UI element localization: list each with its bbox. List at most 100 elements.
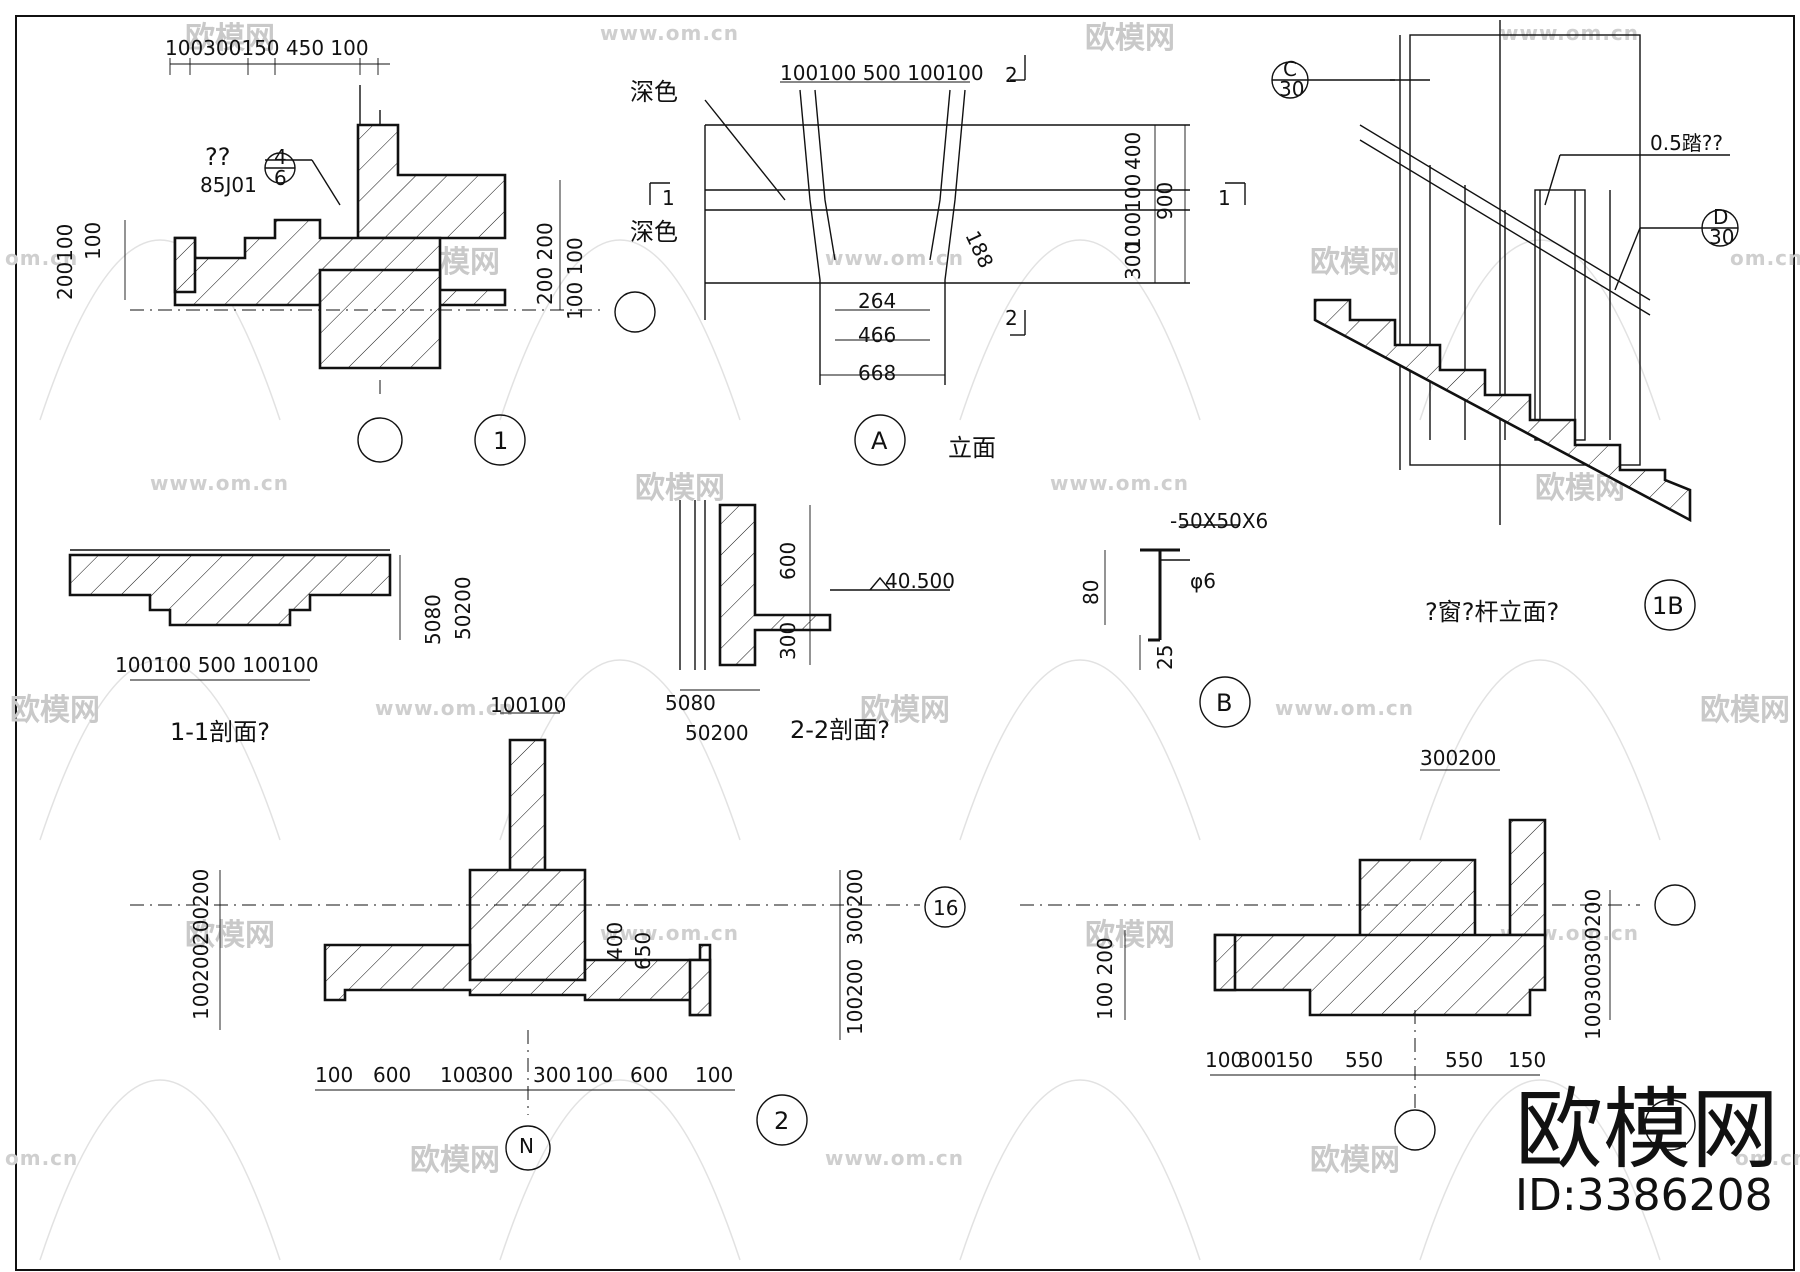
detail-a-right-total: 900	[1153, 182, 1177, 220]
section-2-2-dim-300: 300	[776, 622, 800, 660]
watermark-brand: 欧模网	[1085, 918, 1175, 953]
axis-bubble-icon	[1394, 1109, 1436, 1151]
watermark-url: www.om.cn	[1050, 471, 1189, 495]
detail-1b-note: 0.5踏??	[1650, 131, 1723, 155]
section-2-2-bottom-dims: 5080	[665, 691, 716, 715]
dim-label: 600	[630, 1063, 668, 1087]
section-2-2-bottom-dims-2: 50200	[685, 721, 749, 745]
detail-a: 100100 500 100100 深色 深色 264 466 668 188 …	[630, 55, 1246, 466]
watermark-url: www.om.cn	[600, 921, 739, 945]
watermark-url-short: om.cn	[1730, 246, 1800, 270]
dim-label: 550	[1345, 1048, 1383, 1072]
detail-2-right-dims: 300200	[843, 869, 867, 945]
detail-2: 100100 16 200200 100200 300200 100200 40…	[130, 693, 966, 1171]
watermark-brand: 欧模网	[185, 21, 275, 56]
watermark-url-short: om.cn	[5, 1146, 78, 1170]
watermark-url: www.om.cn	[825, 1146, 964, 1170]
detail-a-bottom-dim-3: 668	[858, 361, 896, 385]
detail-3-left-dims: 100 200	[1093, 937, 1117, 1020]
detail-1-left-dims: 200100	[53, 224, 77, 300]
dim-label: 100	[1205, 1048, 1243, 1072]
detail-2-bottom-dims: 100 600 100 300 300 100 600 100	[315, 1063, 733, 1087]
detail-tag-icon	[1644, 1099, 1696, 1151]
detail-1-right-dims-2: 100 100	[563, 237, 587, 320]
dim-label: 100	[695, 1063, 733, 1087]
watermark-arcs	[39, 239, 1661, 1261]
detail-1b-ref-c-top: C	[1283, 57, 1297, 81]
detail-tag-icon	[756, 1094, 808, 1146]
watermark-url: www.om.cn	[1500, 21, 1639, 45]
detail-1b-ref-d-top: D	[1713, 205, 1728, 229]
detail-b-leg: 25	[1153, 645, 1177, 670]
detail-2-mid-dims-2: 650	[631, 932, 655, 970]
section-1-1-right-dims: 5080	[421, 594, 445, 645]
detail-1b-ref-c-bottom: 30	[1279, 77, 1304, 101]
detail-a-bottom-dim-2: 466	[858, 323, 896, 347]
detail-1-left-dims-2: 100	[81, 222, 105, 260]
detail-1: 100300150 450 100 ?? 85J01 4 6 200100 10…	[53, 36, 656, 466]
detail-a-label-dark-top: 深色	[630, 78, 678, 106]
dim-label: 300	[533, 1063, 571, 1087]
detail-a-right-dims-b: 100100	[1121, 174, 1145, 250]
detail-b: -50X50X6 φ6 80 25 B	[1079, 509, 1268, 728]
detail-2-tag: 2	[774, 1107, 789, 1135]
detail-1-right-dims: 200 200	[533, 222, 557, 305]
detail-b-tag: B	[1216, 689, 1232, 717]
watermark-brand: 欧模网	[185, 918, 275, 953]
detail-2-top-dims: 100100	[490, 693, 566, 717]
section-1-1: 5080 50200 100100 500 100100 1-1剖面?	[68, 549, 475, 746]
dim-label: 150	[1508, 1048, 1546, 1072]
detail-1b-caption: ?窗?杆立面?	[1425, 598, 1559, 626]
watermark-url: www.om.cn	[375, 696, 514, 720]
detail-3-right-dims: 300200	[1581, 889, 1605, 965]
watermark-brand: 欧模网	[410, 1143, 500, 1178]
watermark-url: www.om.cn	[600, 21, 739, 45]
section-2-2-dim-600: 600	[776, 542, 800, 580]
dim-label: 300	[1238, 1048, 1276, 1072]
section-1-1-right-dims-2: 50200	[451, 576, 475, 640]
section-2-2-caption: 2-2剖面?	[790, 716, 890, 744]
detail-tag-icon	[854, 414, 906, 466]
dim-label: 100	[575, 1063, 613, 1087]
axis-bubble-icon	[614, 291, 656, 333]
detail-1-ref-top: ??	[205, 143, 230, 171]
section-2-2: 600 300 40.500 5080 50200 2-2剖面?	[665, 500, 955, 745]
detail-tag-icon	[1199, 676, 1251, 728]
detail-1b: C 30 0.5踏?? D 30 ?窗?杆立面? 1B	[1271, 20, 1739, 631]
watermark-brand: 欧模网	[860, 693, 950, 728]
watermark-brand: 欧模网	[10, 693, 100, 728]
watermark-url-short: om.cn	[1735, 1146, 1800, 1170]
watermark-brand-large: 欧模网	[1515, 1078, 1779, 1181]
detail-a-label-dark-bottom: 深色	[630, 218, 678, 246]
detail-2-axis: 16	[933, 896, 958, 920]
detail-3-top-dims: 300200	[1420, 746, 1496, 770]
detail-b-rod: φ6	[1190, 569, 1216, 593]
north-arrow-icon	[505, 1125, 551, 1171]
watermark-brand: 欧模网	[1085, 21, 1175, 56]
detail-b-angle: -50X50X6	[1170, 509, 1268, 533]
dim-label: 150	[1275, 1048, 1313, 1072]
watermark-url-short: om.cn	[5, 246, 78, 270]
dim-label: 550	[1445, 1048, 1483, 1072]
detail-a-caption: 立面	[948, 434, 996, 462]
section-1-1-bottom-dims: 100100 500 100100	[115, 653, 319, 677]
section-1-1-caption: 1-1剖面?	[170, 718, 270, 746]
detail-a-bottom-dim-1: 264	[858, 289, 896, 313]
detail-3: 300200 100 200 300200 100300 100 300 150…	[1020, 746, 1696, 1151]
watermark-url: www.om.cn	[825, 246, 964, 270]
detail-1b-tag: 1B	[1652, 592, 1684, 620]
detail-1-top-dims: 100300150 450 100	[165, 36, 369, 60]
dim-label: 100	[440, 1063, 478, 1087]
detail-a-tag: A	[871, 427, 888, 455]
detail-2-right-dims-2: 100200	[843, 959, 867, 1035]
detail-1-ref-sheet: 6	[274, 166, 287, 190]
axis-bubble-icon	[1654, 884, 1696, 926]
watermark-url: www.om.cn	[150, 471, 289, 495]
section-2-2-level: 40.500	[885, 569, 955, 593]
detail-a-section-1-right: 1	[1218, 186, 1231, 210]
dim-label: 300	[475, 1063, 513, 1087]
dim-label: 100	[315, 1063, 353, 1087]
detail-a-top-dims: 100100 500 100100	[780, 61, 984, 85]
detail-1-ref-code: 85J01	[200, 173, 257, 197]
